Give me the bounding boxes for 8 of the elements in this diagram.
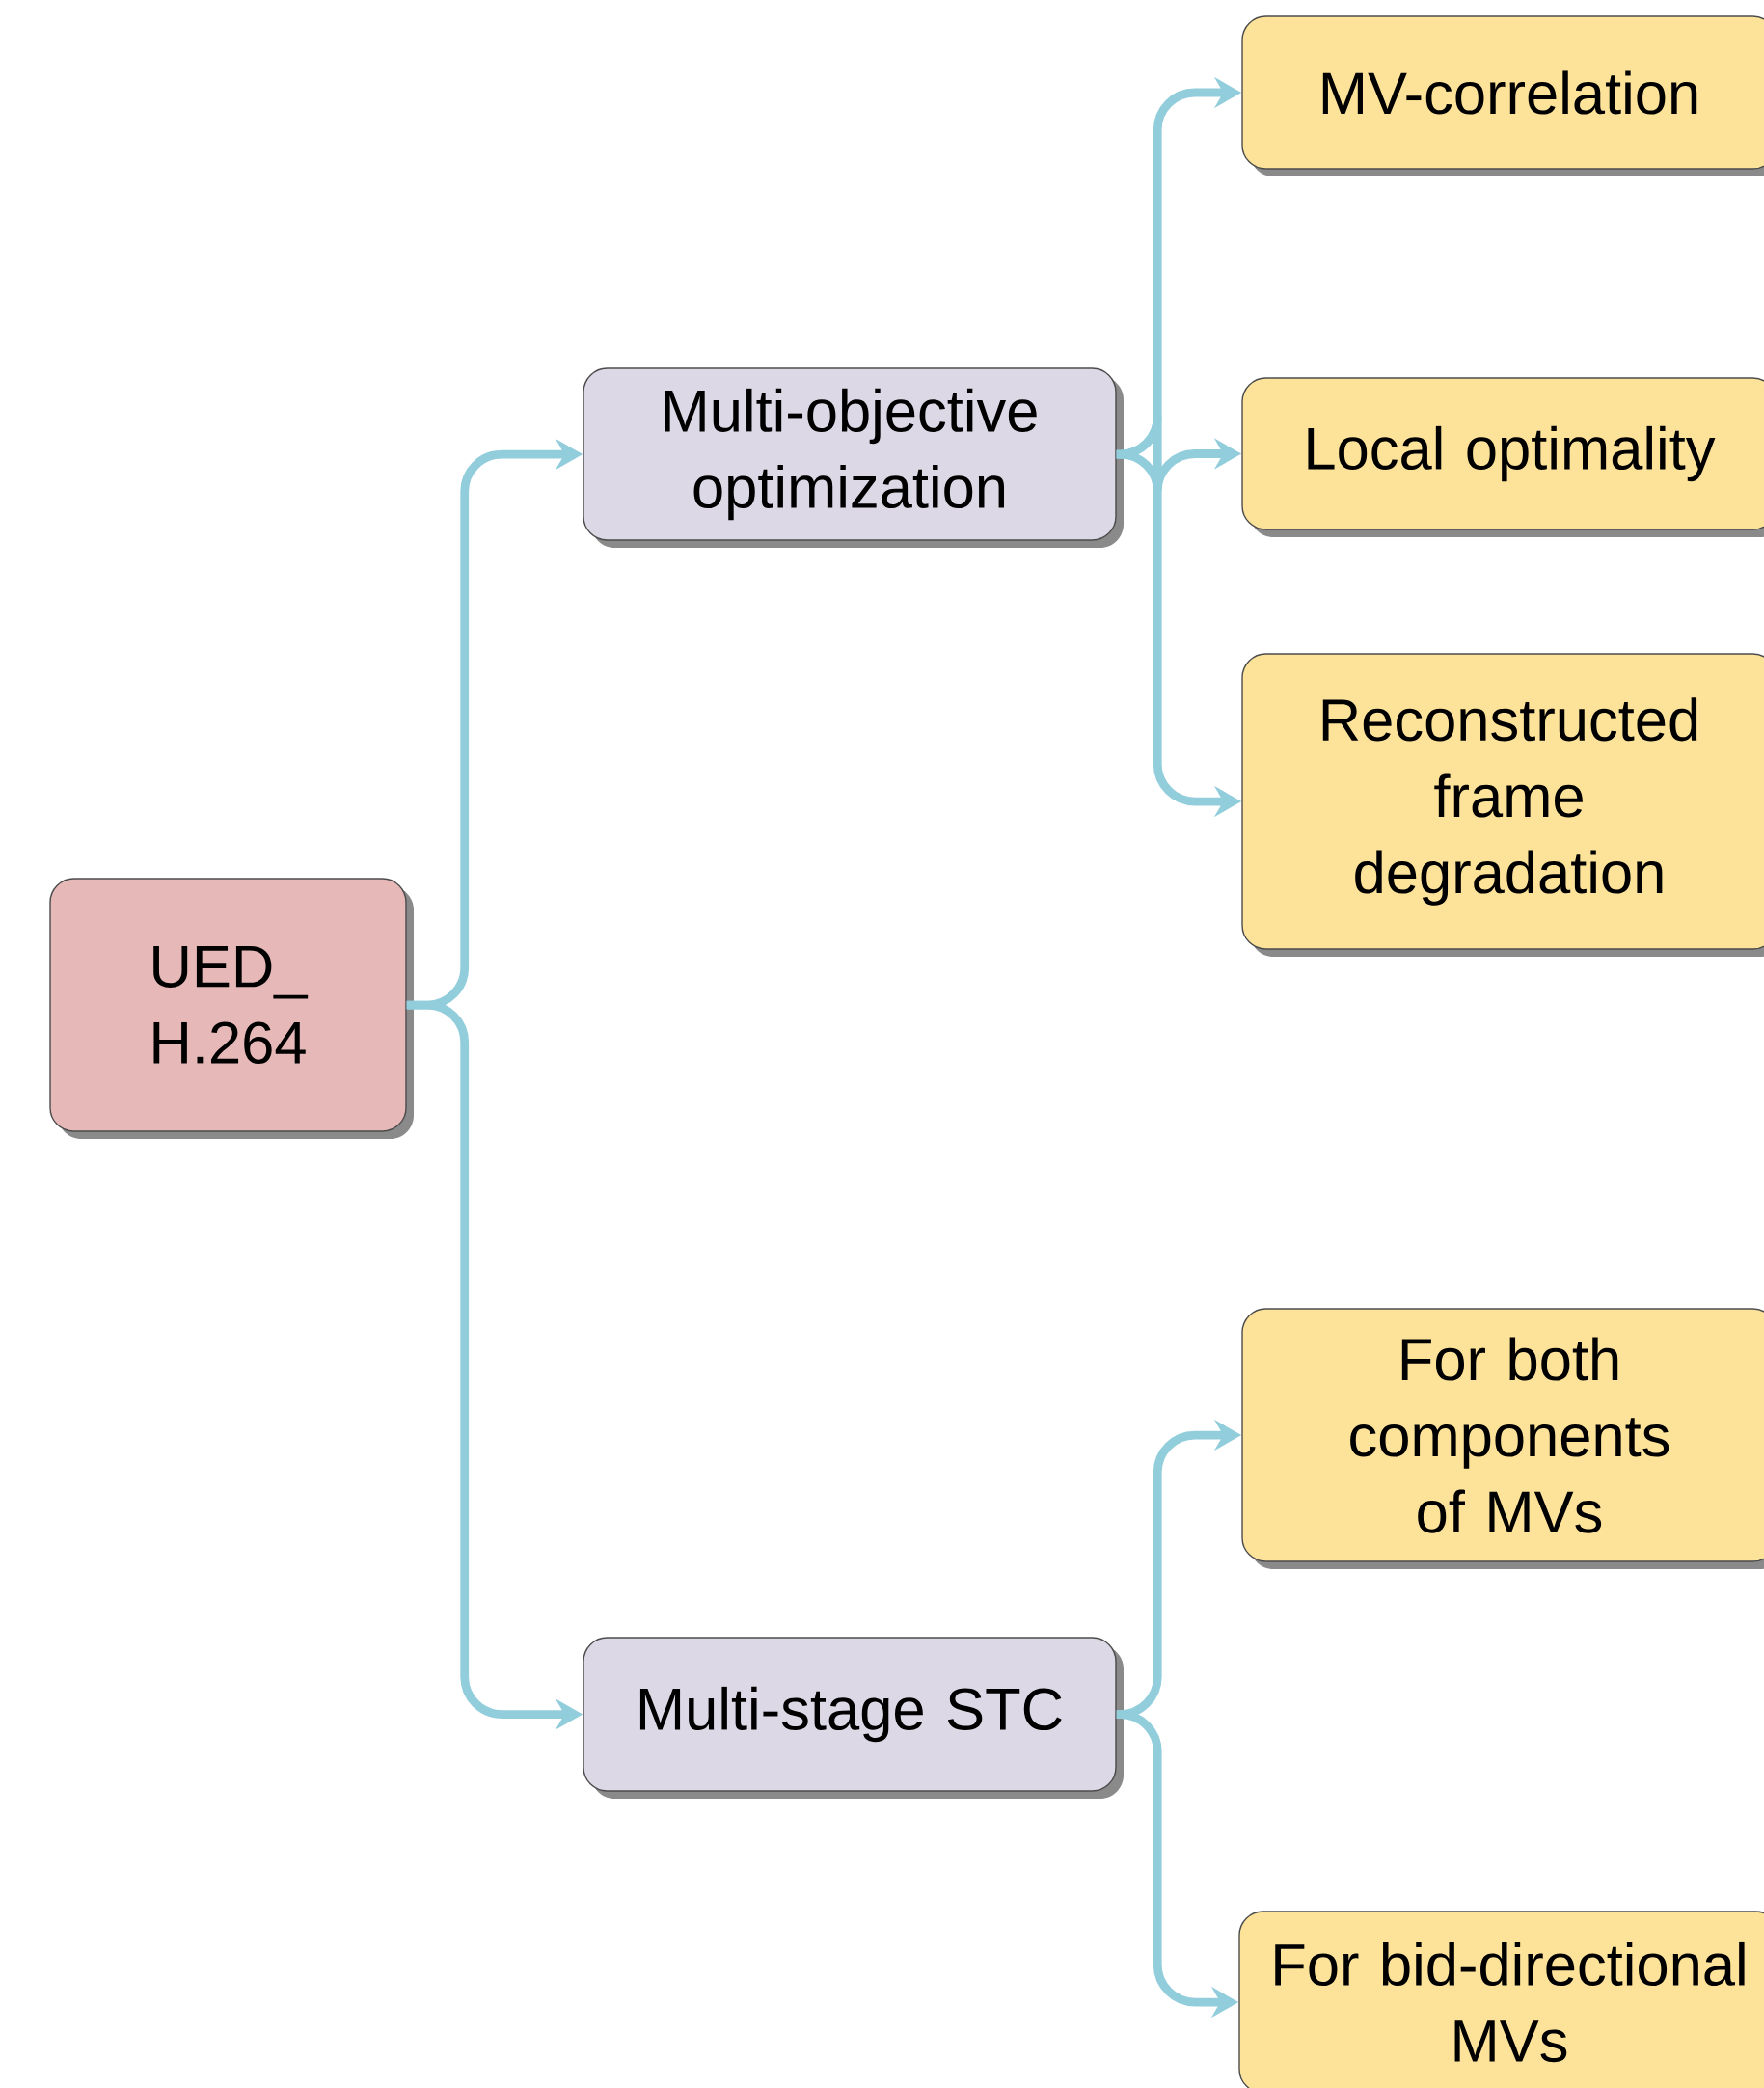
root-box: UED_ H.264 (49, 878, 414, 1139)
category-box: Multi-stage STC (583, 1637, 1124, 1799)
topic-box: For both components of MVs (1241, 1308, 1764, 1569)
topic-box: For bid-directional MVs (1238, 1911, 1764, 2088)
category-box: Multi-objective optimization (583, 367, 1124, 548)
topic-box: Reconstructed frame degradation (1241, 653, 1764, 957)
topic-box: Local optimality (1241, 377, 1764, 537)
topic-box: MV-correlation (1241, 15, 1764, 176)
